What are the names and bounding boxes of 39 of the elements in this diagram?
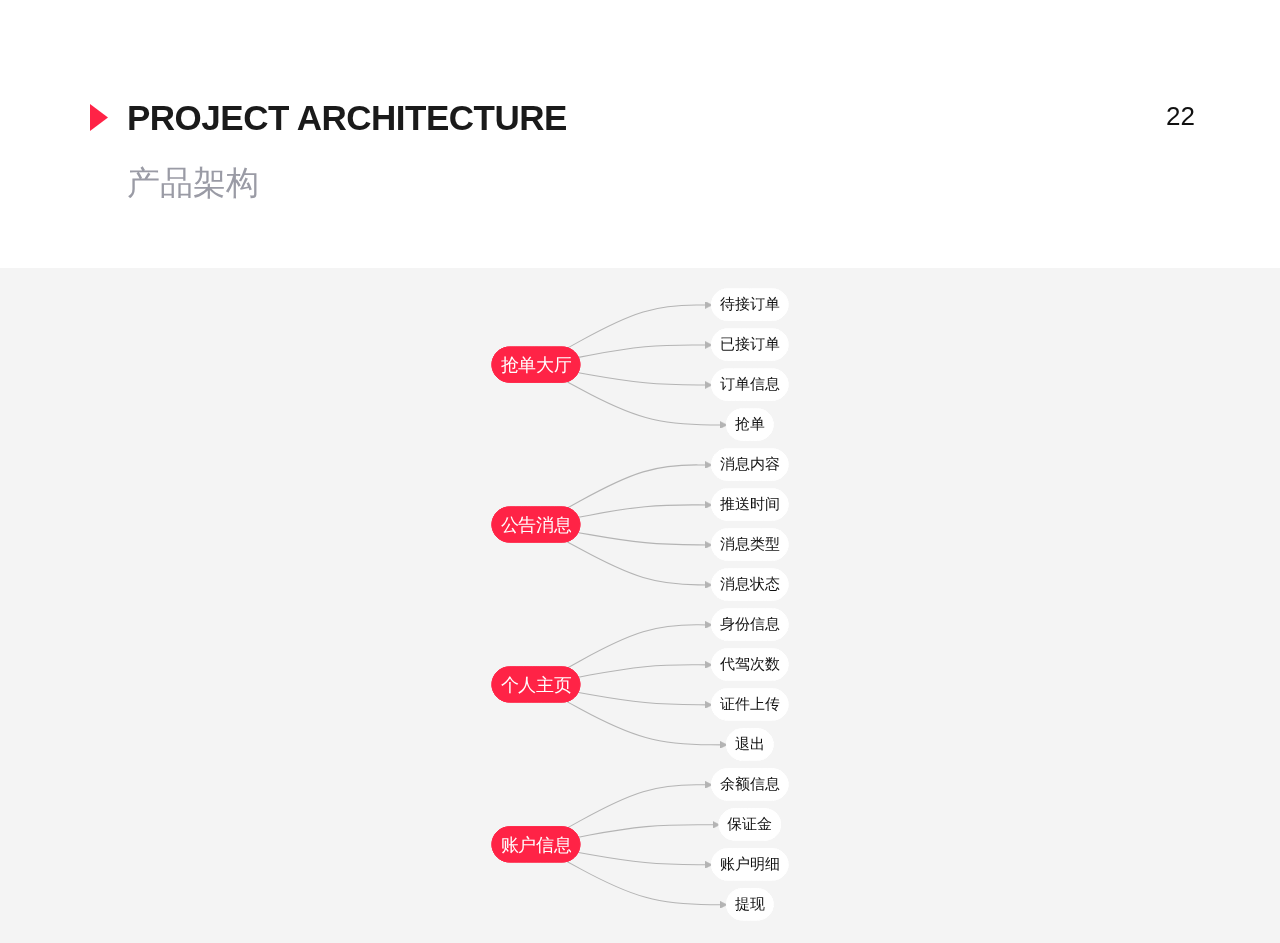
subtopic-pill: 已接订单 [711,328,789,361]
arrow [566,780,713,829]
arrow [566,461,713,509]
subtitle: 产品架构 [127,162,259,204]
arrow [566,381,728,429]
subtopic-pill: 账户明细 [711,848,789,881]
arrow [578,341,713,358]
arrow [578,532,713,549]
subtopic-pill: 证件上传 [711,688,789,721]
arrow [566,541,713,589]
arrow [566,301,713,349]
subtopic-pill: 余额信息 [711,768,789,801]
arrow [578,820,720,838]
arrow [578,852,713,869]
subtopic-pill: 身份信息 [711,608,789,641]
subtopic-pill: 消息状态 [711,568,789,601]
arrow [578,692,713,709]
subtopic-pill: 待接订单 [711,288,789,321]
topic-pill: 个人主页 [491,666,581,703]
subtopic-pill: 消息类型 [711,528,789,561]
arrow [566,861,728,909]
subtopic-pill: 提现 [726,888,774,921]
subtopic-pill: 代驾次数 [711,648,789,681]
topic-pill: 抢单大厅 [491,346,581,383]
topic-pill: 账户信息 [491,826,581,863]
title: PROJECT ARCHITECTURE [127,98,567,138]
subtopic-pill: 订单信息 [711,368,789,401]
arrow [578,661,713,678]
arrow [578,372,713,389]
subtopic-pill: 保证金 [718,808,781,841]
arrow [566,621,713,669]
subtopic-pill: 退出 [726,728,774,761]
arrow [578,501,713,518]
topic-pill: 公告消息 [491,506,581,543]
subtopic-pill: 抢单 [726,408,774,441]
subtopic-pill: 推送时间 [711,488,789,521]
subtopic-pill: 消息内容 [711,448,789,481]
page-number: 22 [1166,100,1195,132]
arrow [566,701,728,749]
